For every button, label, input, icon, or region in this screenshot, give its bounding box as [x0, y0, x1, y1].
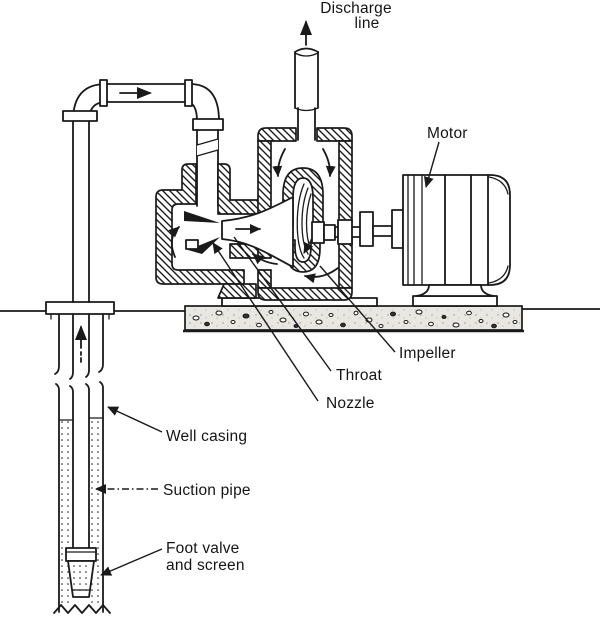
nozzle-part — [184, 211, 220, 254]
flow-arrows — [168, 148, 339, 284]
pipe-union-right — [184, 79, 193, 107]
well-bottom-break — [53, 604, 111, 614]
impeller-assembly — [296, 183, 404, 259]
throat-leader — [233, 236, 332, 372]
nozzle-leader-arrow — [212, 242, 319, 402]
motor — [402, 174, 511, 297]
well-casing-pipe — [54, 313, 104, 613]
well-seal-cap — [45, 301, 115, 315]
pebbles — [192, 309, 518, 329]
riser-elbow-pipe — [62, 79, 224, 303]
venturi-throat — [221, 196, 294, 268]
foot-valve-screen — [65, 547, 97, 598]
well-casing-leader-arrow — [107, 406, 163, 433]
foundation-slab — [183, 305, 524, 333]
label-impeller: Impeller — [399, 345, 456, 362]
ground-line — [0, 308, 600, 312]
shaft-seal — [337, 219, 353, 245]
label-well-casing: Well casing — [166, 428, 247, 445]
impeller-flow-arrow — [303, 241, 314, 254]
annotations: Discharge line Motor Impeller Throat Noz… — [95, 0, 468, 576]
discharge-pipe — [294, 20, 319, 141]
pipe-union-left — [99, 79, 108, 107]
riser-flange — [62, 110, 98, 122]
well-assembly — [45, 301, 115, 614]
motor-pedestal — [415, 284, 495, 297]
foot-valve-leader-arrow — [100, 548, 163, 576]
motor-base-plate — [412, 295, 498, 307]
label-discharge-line-1: Discharge — [320, 0, 392, 17]
label-foot-valve-2: and screen — [166, 557, 245, 574]
label-discharge-line-2: line — [355, 15, 380, 32]
label-suction-pipe: Suction pipe — [163, 482, 251, 499]
label-throat: Throat — [336, 367, 382, 384]
label-nozzle: Nozzle — [326, 395, 375, 412]
pump-inlet-collar — [192, 118, 224, 131]
impeller-leader — [319, 265, 396, 353]
motor-leader-arrow — [423, 141, 440, 188]
shaft-coupling — [359, 209, 404, 249]
label-foot-valve-1: Foot valve — [166, 540, 240, 557]
label-motor: Motor — [427, 125, 468, 142]
